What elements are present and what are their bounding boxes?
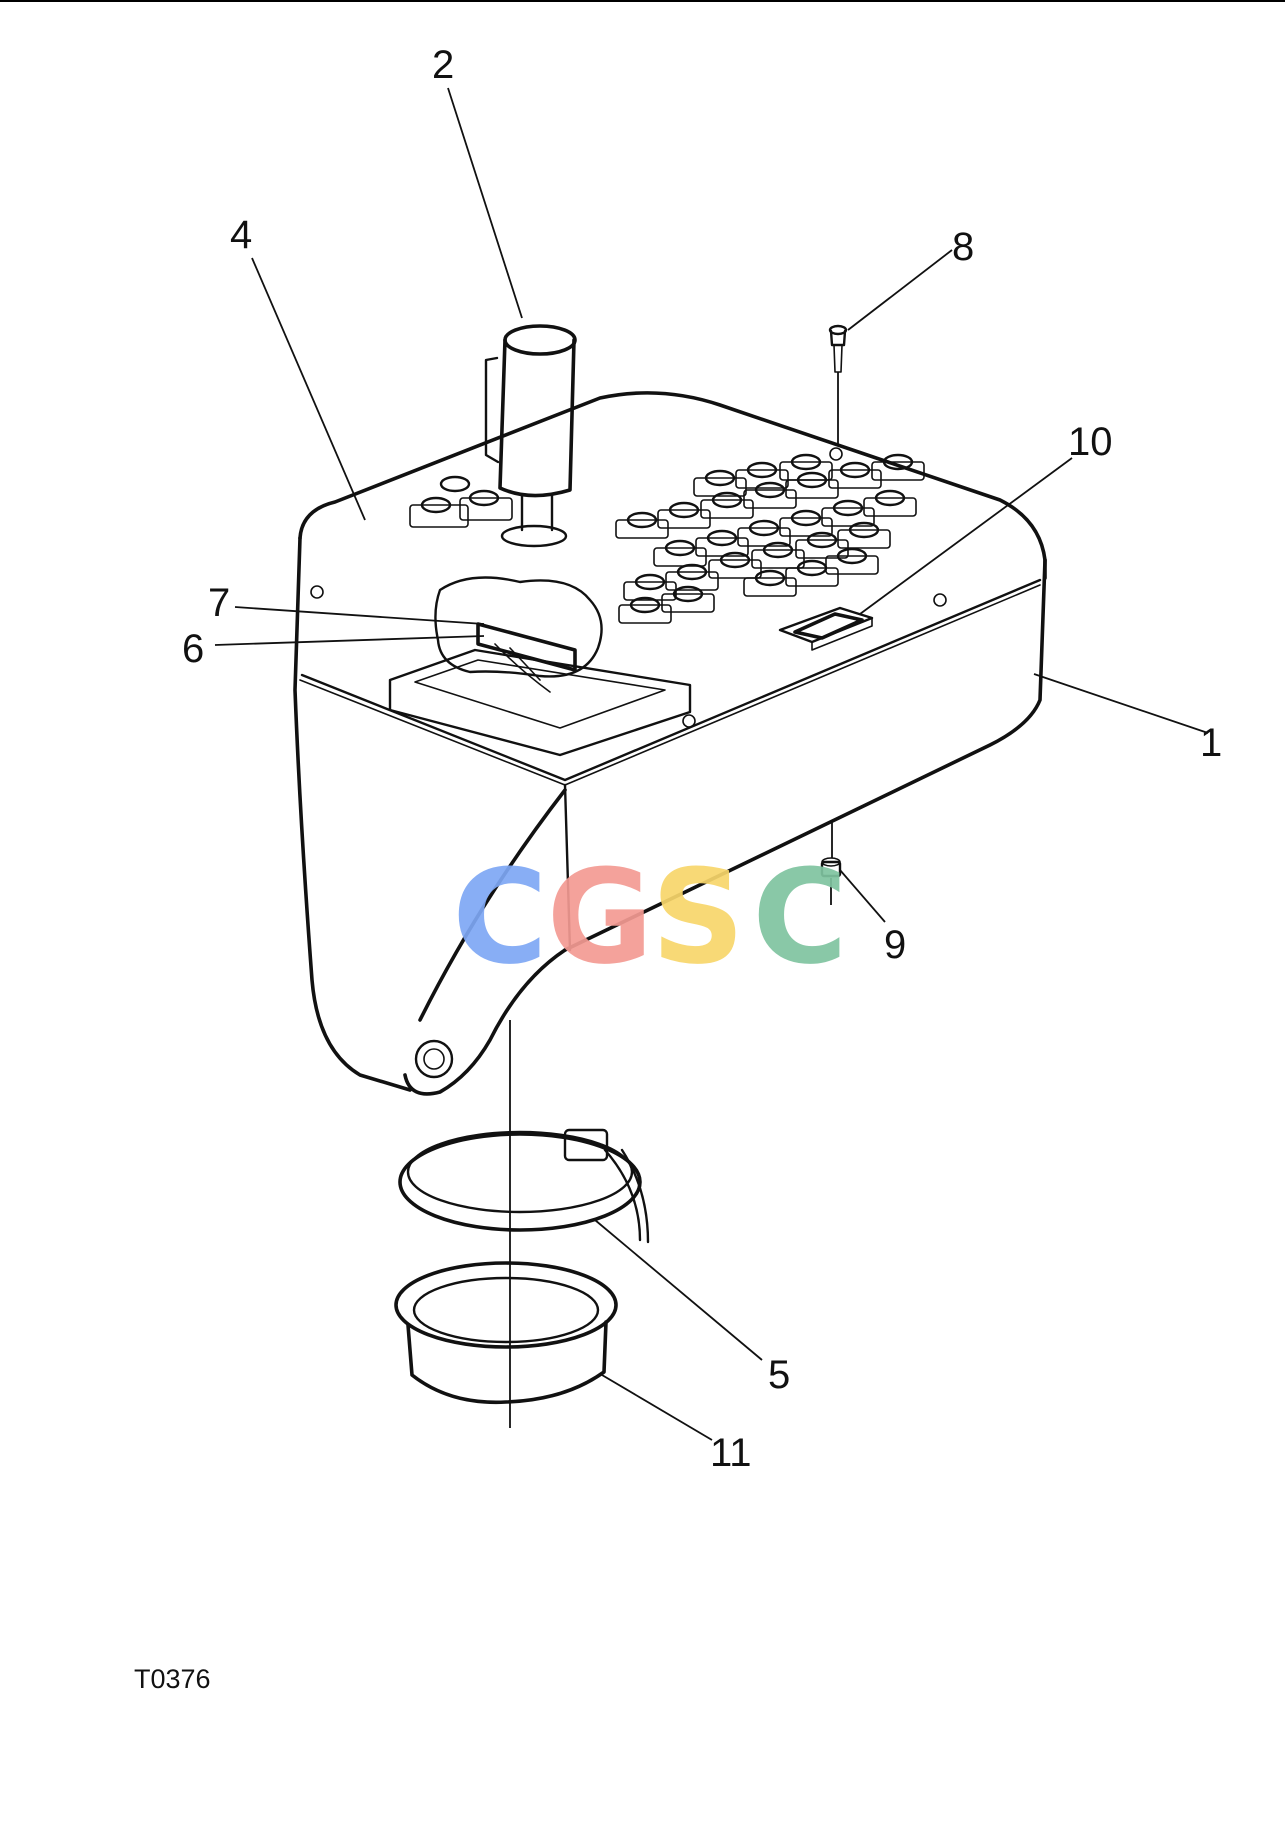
top-border-rule	[0, 0, 1285, 2]
watermark-letter: S	[651, 841, 745, 993]
keypad-button-cap	[672, 585, 704, 603]
keypad-button-cap	[882, 453, 914, 471]
keypad-button-cap	[746, 461, 778, 479]
mounting-hole	[829, 447, 843, 461]
mounting-hole	[310, 585, 324, 599]
keypad-button-cap	[832, 499, 864, 517]
keypad-button-cap	[848, 521, 880, 539]
button-cluster-left	[409, 475, 513, 528]
keypad-button-cap	[711, 491, 743, 509]
callout-1: 1	[1200, 721, 1222, 765]
keypad-button-base	[779, 517, 833, 537]
keypad-button-base	[785, 567, 839, 587]
keypad-button-cap	[668, 501, 700, 519]
figure-reference-code: T0376	[134, 1664, 211, 1694]
mounting-hole	[682, 714, 696, 728]
keypad-button-cap	[874, 489, 906, 507]
keypad-button-base	[735, 469, 789, 489]
hose-clamp	[398, 1128, 650, 1244]
keypad-button-base	[837, 529, 891, 549]
keypad-button-cap	[719, 551, 751, 569]
watermark-letter: C	[452, 841, 547, 993]
keypad-button-cap	[664, 539, 696, 557]
callout-6: 6	[182, 627, 204, 671]
keypad-button-base	[825, 555, 879, 575]
keypad-button-base	[871, 461, 925, 481]
keypad-button-cap	[626, 511, 658, 529]
switch-gaiter-assembly	[388, 576, 692, 757]
keypad-button-cap	[762, 541, 794, 559]
button-cluster-right	[615, 453, 925, 624]
keypad-button-cap	[836, 547, 868, 565]
keypad-button-base	[665, 571, 719, 591]
callout-5: 5	[768, 1353, 790, 1397]
keypad-button-cap	[629, 596, 661, 614]
keypad-button-cap	[706, 529, 738, 547]
keypad-button-base	[785, 479, 839, 499]
keypad-button-cap	[748, 519, 780, 537]
keypad-button-base	[653, 547, 707, 567]
console-housing	[293, 391, 1047, 1096]
keypad-button-cap	[796, 471, 828, 489]
keypad-button-base	[863, 497, 917, 517]
keypad-button-base	[615, 519, 669, 539]
keypad-button-base	[618, 604, 672, 624]
keypad-button-cap	[676, 563, 708, 581]
leader-lines	[214, 87, 1209, 1441]
keypad-button-base	[700, 499, 754, 519]
callout-2: 2	[432, 43, 454, 87]
keypad-button-base	[743, 489, 797, 509]
mounting-hole	[933, 593, 947, 607]
keypad-button-base	[657, 509, 711, 529]
keypad-button-base	[751, 549, 805, 569]
callout-4: 4	[230, 213, 252, 257]
keypad-button-base	[821, 507, 875, 527]
watermark-letter: C	[752, 841, 847, 993]
joystick	[484, 324, 577, 548]
keypad-button-cap	[806, 531, 838, 549]
keypad-button-base	[743, 577, 797, 597]
callout-numbers: 1 2 4 5 6 7 8 9 10 11	[182, 43, 1222, 1475]
callout-8: 8	[952, 225, 974, 269]
keypad-button-cap	[634, 573, 666, 591]
arm-bushing-hole	[414, 1039, 454, 1079]
callout-7: 7	[208, 581, 230, 625]
keypad-button-cap	[704, 469, 736, 487]
keypad-button-cap	[754, 569, 786, 587]
rocker-switch	[778, 606, 874, 651]
watermark-letter: G	[547, 841, 654, 993]
keypad-button-cap	[790, 453, 822, 471]
screw	[828, 324, 848, 445]
callout-9: 9	[884, 923, 906, 967]
callout-11: 11	[710, 1431, 752, 1475]
keypad-button-cap	[790, 509, 822, 527]
keypad-button-base	[737, 527, 791, 547]
keypad-button-base	[828, 469, 882, 489]
keypad-button-base	[708, 559, 762, 579]
keypad-button-cap	[839, 461, 871, 479]
sleeve-bushing	[394, 1261, 618, 1405]
nut	[820, 820, 842, 905]
callout-10: 10	[1068, 420, 1113, 464]
keypad-button-cap	[754, 481, 786, 499]
keypad-button-base	[693, 477, 747, 497]
keypad-button-base	[661, 593, 715, 613]
